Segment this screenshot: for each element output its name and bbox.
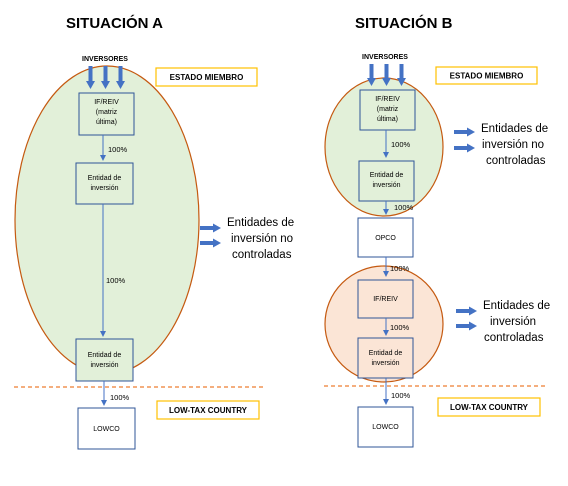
- low-tax-label-box: [156, 400, 260, 420]
- if-reiv-box: [359, 89, 416, 131]
- side-arrow-head: [467, 143, 475, 153]
- entidad-inversion-line: inversión: [371, 360, 399, 367]
- entidad-inversion-line: Entidad de: [369, 350, 403, 357]
- if-reiv-line: IF/REIV: [94, 99, 119, 106]
- entidad-inversion-line: Entidad de: [88, 352, 122, 359]
- side-arrow-shaft: [454, 130, 468, 134]
- low-tax-label-box: [437, 397, 541, 417]
- if-reiv-line: IF/REIV: [373, 296, 398, 303]
- situacion-b: SITUACIÓN B INVERSORES ESTADO MIEMBRO IF…: [324, 14, 550, 448]
- investor-arrows: [367, 64, 406, 86]
- side-arrow-shaft: [454, 146, 468, 150]
- side-arrow-head: [469, 321, 477, 331]
- low-tax-label: LOW-TAX COUNTRY: [169, 406, 248, 415]
- entidad-inversion-line: inversión: [372, 182, 400, 189]
- side-label-line: controladas: [484, 332, 544, 344]
- side-label-line: inversión no: [231, 233, 293, 245]
- inversores-label: INVERSORES: [362, 54, 408, 61]
- investor-arrow-head: [86, 81, 95, 89]
- side-label-line: Entidades de: [481, 123, 548, 135]
- investor-arrow-shaft: [118, 66, 123, 82]
- side-arrow-head: [213, 223, 221, 233]
- if-reiv-line: última): [377, 116, 398, 123]
- side-arrow-shaft: [200, 226, 214, 230]
- estado-miembro-label: ESTADO MIEMBRO: [170, 73, 244, 82]
- side-label-line: inversión no: [482, 139, 544, 151]
- investor-arrow-shaft: [103, 66, 108, 82]
- if-reiv-line: IF/REIV: [375, 96, 400, 103]
- if-reiv-line: (matriz: [377, 106, 399, 113]
- side-arrow-shaft: [456, 324, 470, 328]
- low-tax-label: LOW-TAX COUNTRY: [450, 403, 529, 412]
- side-arrow-shaft: [200, 241, 214, 245]
- if-reiv-box: [357, 279, 414, 319]
- if-reiv-line: (matriz: [96, 109, 118, 116]
- opco-label: OPCO: [375, 235, 396, 242]
- investor-arrows: [86, 66, 125, 89]
- investor-arrow-head: [367, 78, 376, 86]
- investor-arrow-head: [397, 78, 406, 86]
- side-label-line: controladas: [232, 249, 292, 261]
- if-reiv-box: [78, 92, 135, 136]
- ownership-pct: 100%: [391, 140, 411, 149]
- ownership-pct: 100%: [390, 264, 410, 273]
- ownership-pct: 100%: [390, 323, 410, 332]
- side-arrow-head: [213, 238, 221, 248]
- investor-arrow-shaft: [384, 64, 389, 79]
- investor-arrow-head: [116, 81, 125, 89]
- situacion-a-title: SITUACIÓN A: [66, 14, 163, 32]
- entidad-inversion-box: [358, 160, 415, 202]
- side-arrow-shaft: [456, 309, 470, 313]
- investor-arrow-head: [382, 78, 391, 86]
- estado-miembro-label-box: [435, 66, 538, 85]
- side-label-line: Entidades de: [227, 217, 294, 229]
- opco-box: [357, 217, 414, 258]
- entidad-inversion-box: [75, 338, 134, 382]
- investor-arrow-shaft: [369, 64, 374, 79]
- lowco-label: LOWCO: [372, 424, 399, 431]
- ownership-pct: 100%: [106, 276, 126, 285]
- lowco-box: [357, 406, 414, 448]
- if-reiv-line: última): [96, 119, 117, 126]
- lowco-box: [77, 407, 136, 450]
- side-arrows: [200, 223, 221, 248]
- investor-arrow-shaft: [88, 66, 93, 82]
- entidad-inversion-line: Entidad de: [370, 172, 404, 179]
- situacion-b-title: SITUACIÓN B: [355, 14, 453, 32]
- side-arrow-head: [467, 127, 475, 137]
- estado-miembro-label: ESTADO MIEMBRO: [450, 72, 524, 81]
- investor-arrow-shaft: [399, 64, 404, 79]
- side-label-line: Entidades de: [483, 300, 550, 312]
- side-arrow-head: [469, 306, 477, 316]
- ownership-pct: 100%: [391, 391, 411, 400]
- entidad-inversion-line: inversión: [90, 185, 118, 192]
- ownership-pct: 100%: [108, 145, 128, 154]
- entidad-inversion-box: [75, 162, 134, 205]
- lowco-label: LOWCO: [93, 426, 120, 433]
- entidad-inversion-line: inversión: [90, 362, 118, 369]
- entidad-inversion-box: [357, 337, 414, 379]
- side-label-line: inversión: [490, 316, 536, 328]
- ownership-pct: 100%: [394, 203, 414, 212]
- estado-miembro-label-box: [155, 67, 258, 87]
- inversores-label: INVERSORES: [82, 56, 128, 63]
- side-label-line: controladas: [486, 155, 546, 167]
- investor-arrow-head: [101, 81, 110, 89]
- situacion-a: SITUACIÓN A INVERSORES ESTADO MIEMBRO IF…: [14, 14, 294, 450]
- entidad-inversion-line: Entidad de: [88, 175, 122, 182]
- ownership-pct: 100%: [110, 393, 130, 402]
- side-arrows: [454, 127, 477, 331]
